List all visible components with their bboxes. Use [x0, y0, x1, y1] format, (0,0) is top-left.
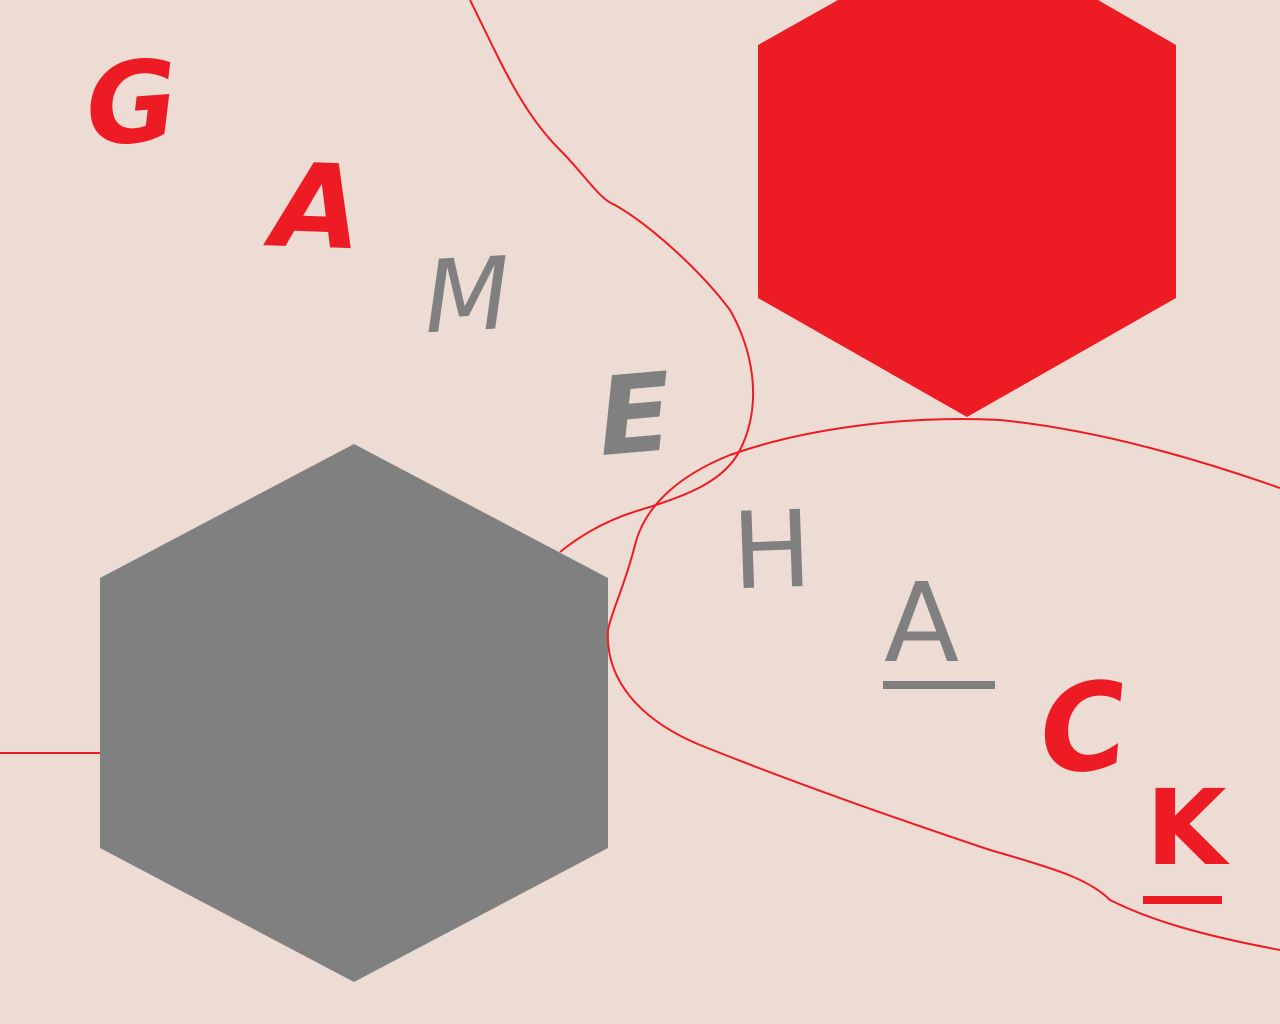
letter-a-red: A — [269, 138, 365, 277]
red-curve-top — [469, 0, 755, 553]
red-curve-loop — [606, 418, 1280, 951]
red-hexagon — [758, 0, 1176, 417]
letter-a-gray-underline — [883, 681, 995, 689]
letter-g: G — [81, 35, 183, 173]
letter-a-gray: A — [884, 559, 960, 687]
letter-m: M — [420, 234, 514, 357]
letter-c: C — [1032, 655, 1136, 804]
gray-hexagon — [100, 444, 608, 982]
letter-h: H — [729, 487, 814, 614]
letter-k: K — [1146, 767, 1227, 889]
letter-e: E — [592, 350, 678, 481]
letter-k-underline — [1143, 896, 1222, 904]
